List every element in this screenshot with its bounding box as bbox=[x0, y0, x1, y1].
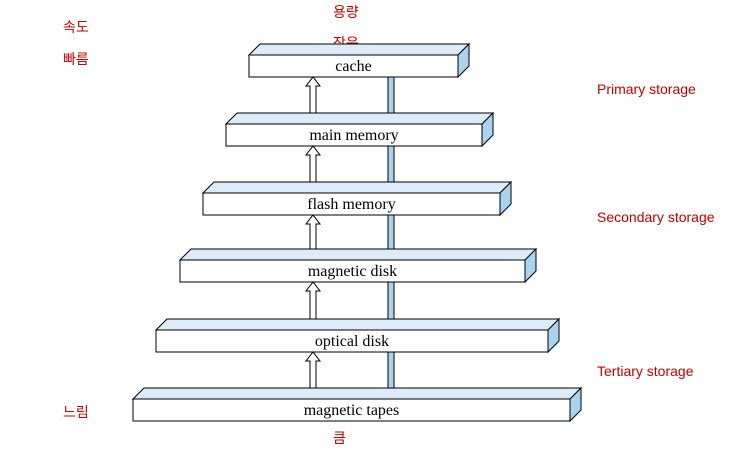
level-box: main memory bbox=[224, 111, 495, 148]
capacity-large-label: 큼 bbox=[333, 431, 346, 447]
tier-tertiary-label: Tertiary storage bbox=[597, 363, 694, 379]
level-box: magnetic tapes bbox=[131, 386, 583, 423]
tier-secondary-label: Secondary storage bbox=[597, 209, 715, 225]
level-box: optical disk bbox=[154, 317, 561, 354]
speed-slow-label: 느림 bbox=[63, 405, 89, 421]
level-label: cache bbox=[335, 58, 371, 75]
speed-label: 속도 bbox=[63, 20, 89, 36]
speed-fast-label: 빠름 bbox=[63, 52, 89, 68]
tier-primary-label: Primary storage bbox=[597, 81, 696, 97]
up-arrow bbox=[304, 145, 322, 183]
up-arrow bbox=[304, 281, 322, 320]
level-box: flash memory bbox=[201, 180, 513, 217]
up-arrow bbox=[304, 214, 322, 250]
level-label: magnetic tapes bbox=[304, 402, 400, 419]
level-label: optical disk bbox=[315, 333, 389, 350]
level-label: main memory bbox=[309, 127, 398, 144]
up-arrow bbox=[304, 351, 322, 389]
capacity-label: 용량 bbox=[333, 5, 359, 21]
level-label: flash memory bbox=[307, 196, 395, 213]
level-box: magnetic disk bbox=[178, 247, 538, 284]
level-label: magnetic disk bbox=[308, 263, 397, 280]
up-arrow bbox=[304, 76, 322, 114]
level-box: cache bbox=[247, 42, 471, 79]
